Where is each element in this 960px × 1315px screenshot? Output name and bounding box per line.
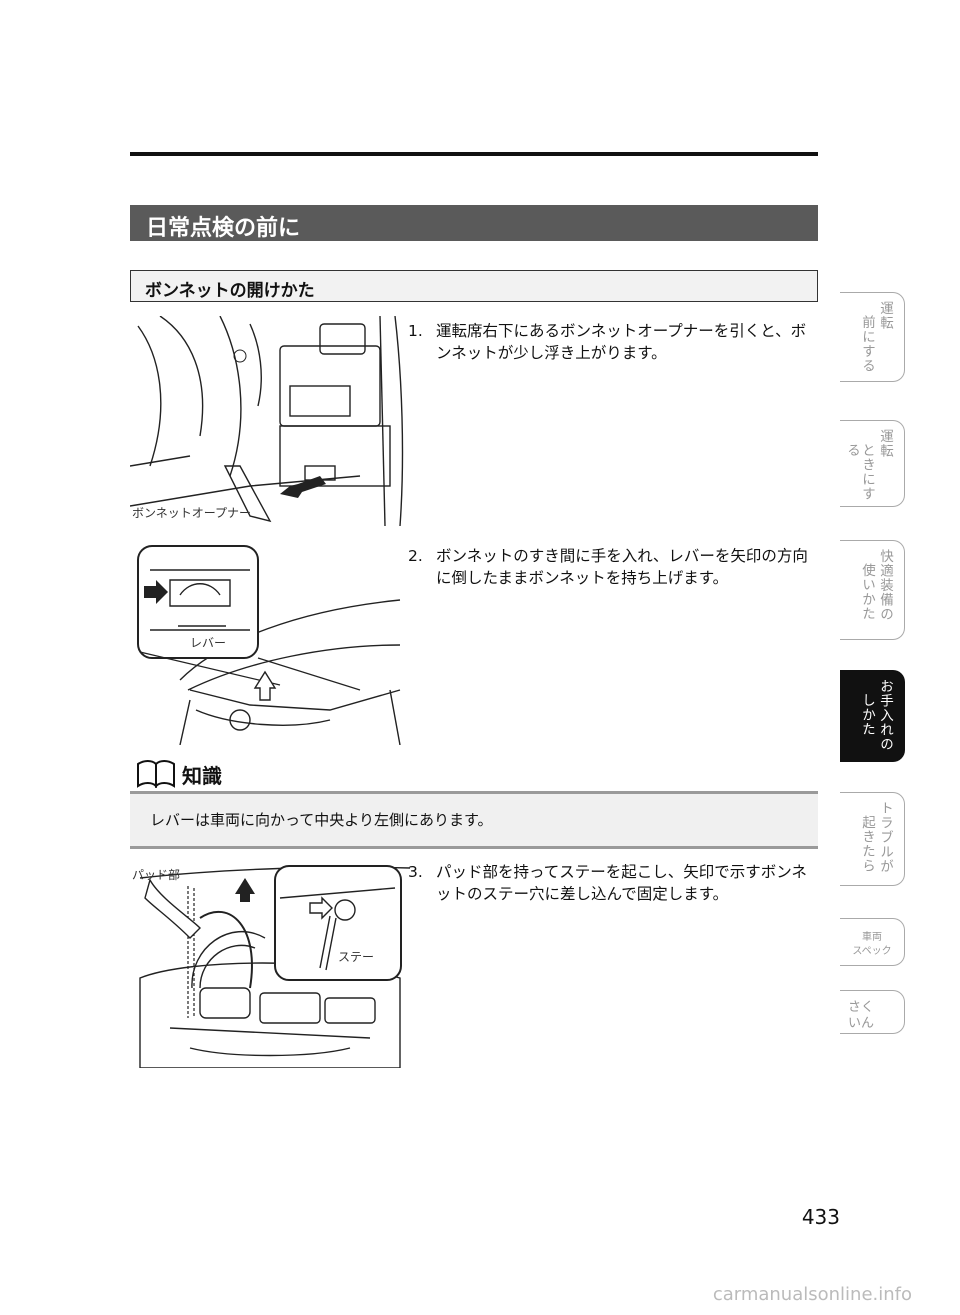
tab-label: 起きたら	[859, 815, 875, 873]
figure-stay	[139, 865, 410, 1068]
tab-label: しかた	[859, 693, 875, 737]
tab-label: いん	[848, 1016, 875, 1031]
step-text: ボンネットのすき間に手を入れ、レバーを矢印の方向に倒したままボンネットを持ち上げ…	[436, 547, 808, 587]
top-rule	[130, 152, 818, 156]
footer-watermark: carmanualsonline.info	[712, 1284, 912, 1305]
tab-label: お手入れの	[877, 679, 893, 752]
tab-vehicle-specs[interactable]: 車両 スペック	[840, 918, 905, 966]
note-title: 知識	[182, 764, 222, 788]
subsection-header: ボンネットの開けかた	[130, 270, 818, 302]
note-text: レバーは車両に向かって中央より左側にあります。	[150, 811, 493, 829]
step-number: 1.	[408, 322, 423, 340]
label-opener: ボンネットオープナー	[132, 506, 252, 520]
step-number: 3.	[408, 863, 423, 881]
tab-label: 使いかた	[859, 563, 875, 621]
figure-opener	[130, 316, 404, 526]
book-icon	[137, 760, 175, 788]
step-text: 運転席右下にあるボンネットオープナーを引くと、ボンネットが少し浮き上がります。	[436, 322, 807, 362]
tab-troubleshooting[interactable]: トラブルが 起きたら	[840, 792, 905, 886]
tab-while-driving[interactable]: 運転 ときにする	[840, 420, 905, 507]
tab-before-driving[interactable]: 運転 前にする	[840, 292, 905, 382]
tab-label: スペック	[852, 946, 892, 957]
tab-maintenance[interactable]: お手入れの しかた	[840, 670, 905, 762]
figure-lever	[137, 545, 401, 745]
tab-label: ときにする	[844, 443, 875, 501]
step-text: パッド部を持ってステーを起こし、矢印で示すボンネットのステー穴に差し込んで固定し…	[436, 863, 807, 903]
label-pad: パッド部	[132, 868, 181, 882]
tab-label: 運転	[877, 301, 893, 330]
subsection-title: ボンネットの開けかた	[145, 281, 315, 301]
tab-label: 快適装備の	[877, 549, 893, 622]
tab-label: 運転	[877, 429, 893, 458]
tab-index[interactable]: さく いん	[840, 990, 905, 1034]
tab-label: 車両	[862, 932, 882, 943]
tab-comfort-equipment[interactable]: 快適装備の 使いかた	[840, 540, 905, 640]
label-lever: レバー	[190, 636, 227, 650]
tab-label: さく	[848, 1000, 875, 1015]
label-stay: ステー	[338, 950, 375, 964]
section-header: 日常点検の前に	[130, 205, 818, 241]
tab-label: 前にする	[859, 315, 875, 373]
tab-label: トラブルが	[877, 801, 893, 874]
page-number: 433	[801, 1205, 840, 1229]
step-number: 2.	[408, 547, 423, 565]
note-box: レバーは車両に向かって中央より左側にあります。	[130, 791, 818, 849]
section-title: 日常点検の前に	[146, 216, 301, 241]
